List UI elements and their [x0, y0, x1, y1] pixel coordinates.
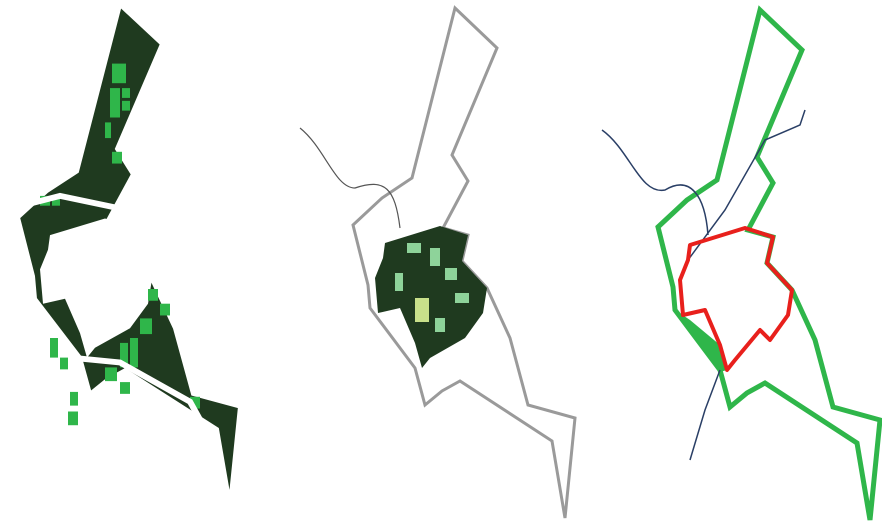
river: [687, 109, 806, 261]
panel-green-belt-boundary: [601, 10, 880, 520]
green-plots: [40, 63, 200, 426]
accent-block: [415, 298, 429, 322]
panel-green-space-plots: [16, 2, 242, 507]
river: [299, 127, 401, 229]
river: [601, 129, 709, 236]
city-boundary: [678, 226, 794, 372]
panel-urban-core-blocks: [299, 6, 577, 520]
light-blocks: [395, 243, 469, 332]
river: [689, 369, 721, 461]
green-wedge: [675, 310, 727, 372]
urban-blocks: [375, 226, 487, 368]
road: [21, 192, 131, 214]
road: [69, 354, 223, 458]
city-area: [40, 218, 152, 358]
